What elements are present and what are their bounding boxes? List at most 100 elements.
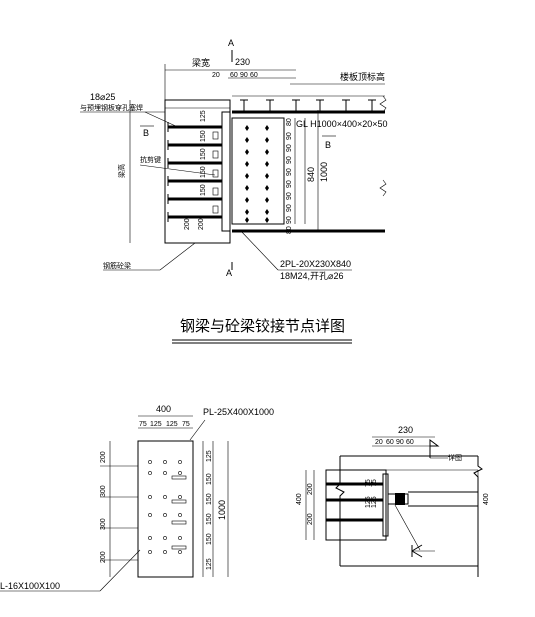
- svg-text:150: 150: [200, 148, 207, 160]
- plate-label: 2PL-20X230X840: [280, 259, 351, 269]
- svg-text:90: 90: [286, 192, 293, 200]
- plate-subdim-125b: 125: [166, 421, 178, 428]
- section-dim-400-left: 400: [296, 493, 303, 505]
- section-subdim-20: 20: [375, 439, 383, 446]
- rebar-note: 与预埋钢板穿孔塞焊: [80, 103, 143, 112]
- section-mark-b-left: B: [143, 128, 149, 138]
- rebar-leader-2: [144, 111, 181, 129]
- svg-text:90: 90: [286, 168, 293, 176]
- plate-leader: [239, 229, 279, 271]
- plate-left-dim-300a: 300: [100, 485, 107, 497]
- section-dim-400-right: 400: [483, 493, 490, 505]
- svg-text:125: 125: [200, 110, 207, 122]
- plate-left-dim-200b: 200: [100, 551, 107, 563]
- plate-subdim-75b: 75: [182, 421, 190, 428]
- drawing-title: 钢梁与砼梁铰接节点详图: [180, 317, 345, 335]
- section-mark-top: 详图: [448, 453, 462, 462]
- lug-label: L-16X100X100: [0, 581, 60, 591]
- plate-right-dim-150b: 150: [206, 493, 213, 505]
- bolt-label: 18M24,开孔⌀26: [280, 271, 343, 281]
- shear-keys: [212, 131, 219, 214]
- svg-text:150: 150: [200, 130, 207, 142]
- plate-dim-400: 400: [156, 404, 171, 414]
- connection-plate: [231, 117, 285, 225]
- section-vdim-75b: 75: [371, 479, 378, 487]
- section-vdim-125a: 125: [365, 496, 372, 508]
- beam-width-label: 梁宽: [192, 57, 210, 68]
- dim-840: 840: [306, 167, 316, 182]
- shear-key-label: 抗剪键: [140, 155, 161, 164]
- embedded-plate: [221, 111, 231, 232]
- section-anchor-bars: [326, 482, 383, 522]
- lug-leader: [99, 549, 141, 592]
- shear-studs: [240, 99, 376, 112]
- section-dim-200b: 200: [307, 513, 314, 525]
- plate-detail-view: 400 75 125 125 75 PL-25X400X1000: [0, 404, 274, 592]
- dim-sub-60b: 60: [250, 72, 258, 79]
- plate-left-dim-300b: 300: [100, 518, 107, 530]
- plate-dim-1000: 1000: [217, 500, 227, 520]
- svg-text:150: 150: [200, 184, 207, 196]
- plate-detail-label: PL-25X400X1000: [203, 407, 274, 417]
- plate-subdim-75a: 75: [139, 421, 147, 428]
- section-dim-200a: 200: [307, 483, 314, 495]
- dim-sub-20: 20: [212, 72, 220, 79]
- svg-text:90: 90: [286, 144, 293, 152]
- section-subdim-90: 90: [396, 439, 404, 446]
- dim-230: 230: [235, 57, 250, 67]
- elevation-view: A A 梁宽 230 20 60 90 60 楼板顶标高: [80, 38, 388, 281]
- section-mark-b-right: B: [325, 140, 331, 150]
- section-embedded-plate: [382, 473, 389, 537]
- svg-text:80: 80: [286, 118, 293, 126]
- spacing-right: 80 90 90 90 90 90 90 90 90 80: [286, 118, 293, 234]
- weld-leader: [394, 504, 421, 551]
- spacing-left: 125 150 150 150 150 200 200: [184, 110, 207, 230]
- embedded-plate-face: [137, 440, 194, 578]
- beam-height-label: 梁高: [117, 164, 126, 178]
- svg-text:90: 90: [286, 156, 293, 164]
- svg-text:80: 80: [286, 226, 293, 234]
- svg-text:90: 90: [286, 204, 293, 212]
- bolt-group: [245, 125, 269, 223]
- svg-text:90: 90: [286, 180, 293, 188]
- section-vdim-125b: 125: [371, 496, 378, 508]
- section-bolts: [395, 493, 405, 505]
- anchor-rebars: [167, 122, 222, 222]
- svg-text:200: 200: [198, 218, 205, 230]
- plate-right-dim-150d: 150: [206, 533, 213, 545]
- plate-right-dim-125b: 125: [206, 558, 213, 570]
- break-line-right: [379, 95, 387, 197]
- svg-text:90: 90: [286, 216, 293, 224]
- dim-1000: 1000: [319, 162, 329, 182]
- plate-right-dim-150a: 150: [206, 473, 213, 485]
- steel-beam-label: GL H1000×400×20×50: [296, 119, 388, 129]
- svg-text:200: 200: [184, 218, 191, 230]
- section-view: 230 20 60 90 60 详图 400: [296, 425, 490, 577]
- shear-key-leader: [139, 164, 216, 176]
- plate-right-dim-125a: 125: [206, 450, 213, 462]
- section-vdim-75a: 75: [365, 479, 372, 487]
- plate-holes: [148, 460, 182, 554]
- svg-text:90: 90: [286, 132, 293, 140]
- plate-shear-keys: [171, 475, 187, 550]
- plate-left-rebars: [100, 465, 138, 561]
- concrete-beam-leader: [159, 242, 196, 271]
- section-break-left: [335, 456, 345, 566]
- concrete-beam-label: 钢筋砼梁: [103, 261, 131, 270]
- svg-text:150: 150: [200, 166, 207, 178]
- section-subdim-60b: 60: [406, 439, 414, 446]
- plate-right-dim-150c: 150: [206, 513, 213, 525]
- dim-sub-60a: 60: [230, 72, 238, 79]
- plate-subdim-125a: 125: [150, 421, 162, 428]
- rebar-label: 18⌀25: [90, 92, 115, 102]
- section-mark-a-bottom: A: [226, 268, 232, 278]
- slab-label: 楼板顶标高: [340, 71, 385, 82]
- section-dim-230: 230: [398, 425, 413, 435]
- section-subdim-60a: 60: [386, 439, 394, 446]
- plate-left-dim-200a: 200: [100, 451, 107, 463]
- section-flag: [429, 439, 440, 458]
- dim-sub-90: 90: [240, 72, 248, 79]
- section-concrete-beam: [325, 469, 387, 541]
- section-mark-a-top: A: [228, 38, 234, 48]
